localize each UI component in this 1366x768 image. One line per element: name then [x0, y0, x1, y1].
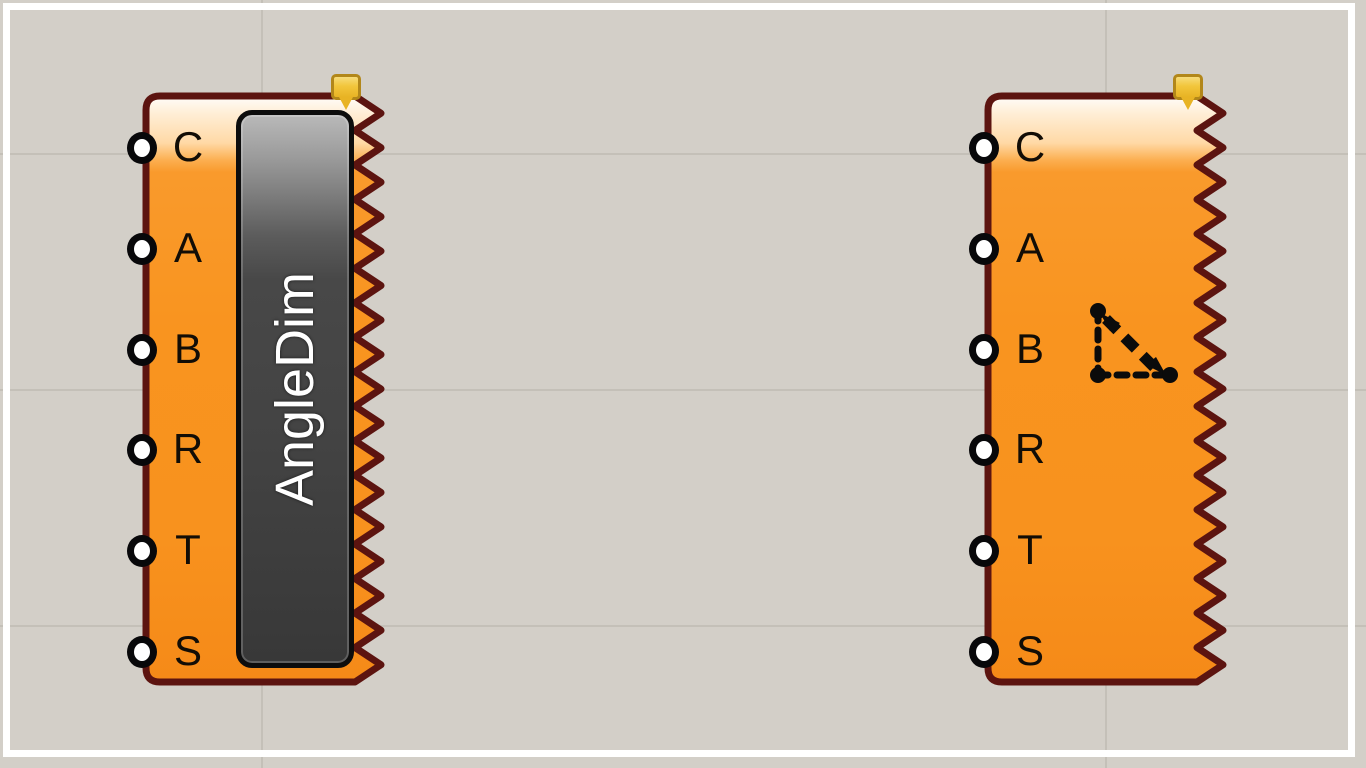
input-port-a[interactable]	[127, 232, 157, 265]
angle-dimension-icon	[1090, 303, 1178, 383]
input-port-r[interactable]	[127, 434, 157, 467]
input-port-c-label: C	[1014, 123, 1046, 170]
input-port-t[interactable]	[969, 535, 999, 568]
input-port-a-label: A	[1015, 223, 1044, 271]
input-port-c-label: C	[172, 123, 204, 170]
input-port-b-label: B	[1015, 324, 1044, 372]
input-port-r-label: R	[1014, 425, 1046, 473]
component-name-text: AngleDim	[265, 271, 325, 507]
component-name-capsule[interactable]: AngleDim	[236, 110, 354, 668]
input-port-s-label: S	[173, 627, 202, 674]
input-port-r[interactable]	[969, 434, 999, 467]
input-port-t-label: T	[175, 526, 201, 574]
input-port-a-label: A	[173, 223, 202, 271]
component-icon[interactable]	[1086, 297, 1186, 397]
input-port-r-label: R	[172, 425, 204, 473]
input-port-b[interactable]	[969, 333, 999, 366]
input-port-s[interactable]	[127, 636, 157, 668]
input-port-s[interactable]	[969, 636, 999, 668]
input-port-c[interactable]	[969, 132, 999, 164]
input-port-t-label: T	[1017, 526, 1043, 574]
input-port-t[interactable]	[127, 535, 157, 568]
message-tag[interactable]	[331, 74, 361, 110]
input-port-s-label: S	[1015, 627, 1044, 674]
input-port-a[interactable]	[969, 232, 999, 265]
component-angledim-named[interactable]: C A B R T S AngleDim	[127, 74, 385, 686]
input-port-c[interactable]	[127, 132, 157, 164]
input-port-b-label: B	[173, 324, 202, 372]
component-angledim-icon[interactable]: C A B R T S	[969, 74, 1227, 686]
input-port-b[interactable]	[127, 333, 157, 366]
message-tag[interactable]	[1173, 74, 1203, 110]
